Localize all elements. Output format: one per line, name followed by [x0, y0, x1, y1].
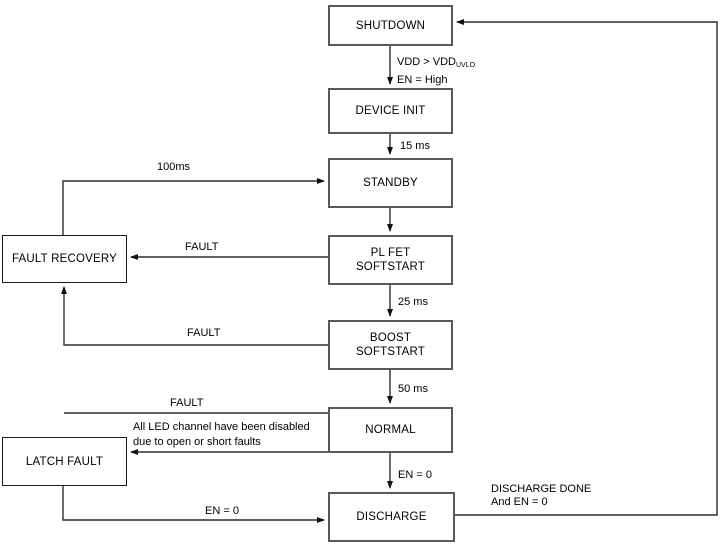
vdd-uvlo-subscript: UVLO: [456, 62, 476, 69]
edge-label-en0-normal: EN = 0: [398, 469, 432, 481]
edge-latchfault-to-discharge: [62, 486, 325, 523]
edge-label-50ms: 50 ms: [398, 383, 428, 395]
state-discharge: DISCHARGE: [328, 492, 455, 542]
state-latch-fault-label: LATCH FAULT: [25, 455, 104, 468]
state-boost-softstart-line2: SOFTSTART: [355, 346, 426, 358]
edge-label-discharge-done: DISCHARGE DONE And EN = 0: [491, 483, 591, 509]
state-standby: STANDBY: [328, 158, 453, 208]
edge-label-discharge-done-line1: DISCHARGE DONE: [491, 483, 592, 495]
state-normal: NORMAL: [328, 407, 453, 453]
edge-label-100ms: 100ms: [157, 161, 191, 173]
edge-label-fault-plfet: FAULT: [185, 241, 219, 253]
state-boost-softstart: BOOST SOFTSTART: [328, 320, 453, 370]
edge-label-latch-reason-line1: All LED channel have been disabled: [133, 421, 310, 433]
edge-label-en-high: EN = High: [397, 74, 448, 86]
state-fault-recovery-label: FAULT RECOVERY: [11, 253, 118, 265]
edge-label-vdd-en: VDD > VDDUVLO EN = High: [397, 55, 475, 87]
state-shutdown-label: SHUTDOWN: [355, 19, 426, 32]
edge-label-discharge-done-line2: And EN = 0: [491, 496, 548, 508]
edge-label-en0-latch: EN = 0: [205, 505, 239, 517]
state-latch-fault: LATCH FAULT: [2, 437, 127, 486]
edge-label-25ms: 25 ms: [398, 296, 428, 308]
state-device-init: DEVICE INIT: [328, 88, 453, 134]
edge-label-vdd: VDD > VDDUVLO: [397, 56, 476, 69]
state-discharge-label: DISCHARGE: [356, 511, 427, 523]
state-shutdown: SHUTDOWN: [328, 5, 453, 46]
state-device-init-label: DEVICE INIT: [355, 105, 426, 117]
edge-label-fault-boost: FAULT: [187, 327, 221, 339]
state-pl-fet-softstart-line2: SOFTSTART: [355, 261, 426, 273]
edge-faultrecovery-to-standby: [62, 178, 325, 235]
edge-boost-to-faultrecovery: [61, 286, 328, 346]
state-pl-fet-softstart: PL FET SOFTSTART: [328, 235, 453, 285]
edge-label-latch-reason: All LED channel have been disabled due t…: [133, 420, 310, 450]
state-normal-label: NORMAL: [365, 424, 416, 436]
state-fault-recovery: FAULT RECOVERY: [2, 235, 127, 283]
edge-label-15ms: 15 ms: [400, 140, 430, 152]
state-boost-softstart-line1: BOOST: [369, 332, 412, 344]
state-standby-label: STANDBY: [363, 177, 418, 189]
state-pl-fet-softstart-line1: PL FET: [370, 247, 411, 259]
edge-discharge-to-shutdown: [455, 19, 718, 516]
edge-label-latch-reason-line2: due to open or short faults: [133, 436, 261, 448]
edge-label-fault-normal: FAULT: [170, 397, 204, 409]
